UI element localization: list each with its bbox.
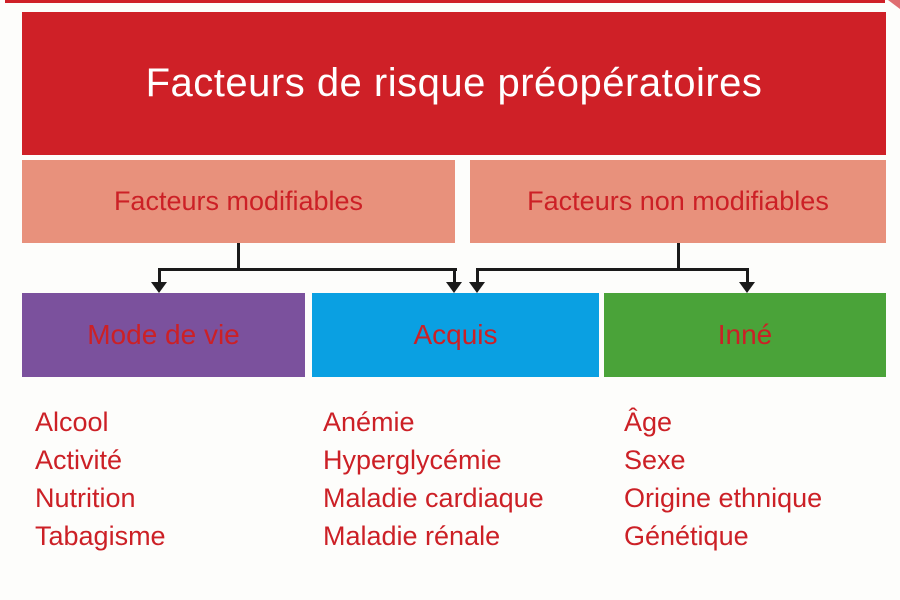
arrow-down-icon: [151, 282, 167, 293]
category-acquired-label: Acquis: [413, 319, 498, 350]
lifestyle-item-list: Alcool Activité Nutrition Tabagisme: [35, 403, 166, 555]
list-item: Nutrition: [35, 483, 136, 513]
list-item: Origine ethnique: [624, 483, 823, 513]
connector-arm-left-1: [158, 268, 161, 284]
connector-stem-left: [237, 243, 240, 271]
category-acquired-box: Acquis: [312, 293, 599, 377]
connector-hbar-right: [477, 268, 749, 271]
connector-hbar-left: [159, 268, 457, 271]
arrow-down-icon: [446, 282, 462, 293]
category-innate-label: Inné: [717, 319, 773, 350]
list-item: Maladie rénale: [323, 521, 501, 551]
arrow-down-icon: [739, 282, 755, 293]
branch-non-modifiable-box: Facteurs non modifiables: [470, 160, 886, 243]
branch-modifiable-box: Facteurs modifiables: [22, 160, 455, 243]
list-item: Activité: [35, 445, 123, 475]
branch-non-modifiable-label: Facteurs non modifiables: [527, 186, 829, 216]
list-item: Alcool: [35, 407, 109, 437]
category-lifestyle-box: Mode de vie: [22, 293, 305, 377]
top-border-strip: [5, 0, 885, 3]
list-item: Tabagisme: [35, 521, 166, 551]
list-item: Hyperglycémie: [323, 445, 502, 475]
diagram-title-box: Facteurs de risque préopératoires: [22, 12, 886, 155]
connector-arm-right-1: [476, 268, 479, 284]
connector-arm-left-2: [453, 268, 456, 284]
list-item: Âge: [624, 407, 673, 437]
acquired-item-list: Anémie Hyperglycémie Maladie cardiaque M…: [323, 403, 544, 555]
connector-stem-right: [677, 243, 680, 271]
corner-artifact: [888, 0, 900, 9]
list-item: Génétique: [624, 521, 749, 551]
diagram-title: Facteurs de risque préopératoires: [145, 61, 763, 105]
list-item: Anémie: [323, 407, 415, 437]
list-item: Maladie cardiaque: [323, 483, 544, 513]
category-innate-box: Inné: [604, 293, 886, 377]
connector-arm-right-2: [746, 268, 749, 284]
arrow-down-icon: [469, 282, 485, 293]
list-item: Sexe: [624, 445, 686, 475]
innate-item-list: Âge Sexe Origine ethnique Génétique: [624, 403, 822, 555]
category-lifestyle-label: Mode de vie: [87, 319, 240, 350]
branch-modifiable-label: Facteurs modifiables: [113, 186, 364, 216]
